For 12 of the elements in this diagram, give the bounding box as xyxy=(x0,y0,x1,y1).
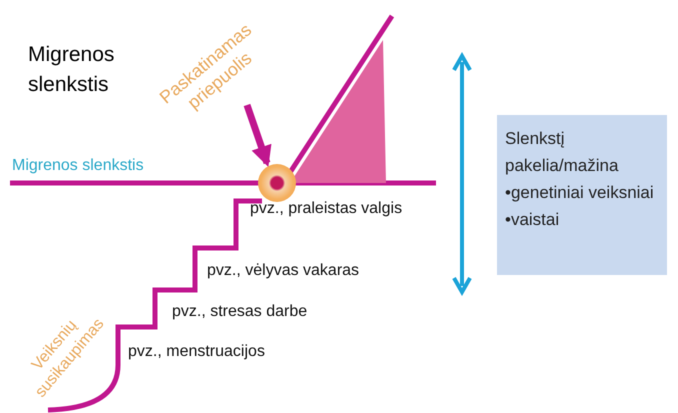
note-box xyxy=(497,115,667,275)
arrow xyxy=(244,104,272,167)
note-text: •genetiniai veiksniai xyxy=(505,182,655,204)
step-label: pvz., stresas darbe xyxy=(172,303,308,321)
step-label: pvz., praleistas valgis xyxy=(250,200,402,218)
line-label: Migrenos slenkstis xyxy=(12,157,144,175)
note-text: Slenkstį pakelia/mažina xyxy=(505,128,620,177)
heading: Migrenos slenkstis xyxy=(28,42,116,98)
note-text: •vaistai xyxy=(505,209,560,231)
step-label: pvz., vėlyvas vakaras xyxy=(207,262,360,280)
step-label: pvz., menstruacijos xyxy=(128,343,265,361)
target-circle xyxy=(258,164,296,202)
